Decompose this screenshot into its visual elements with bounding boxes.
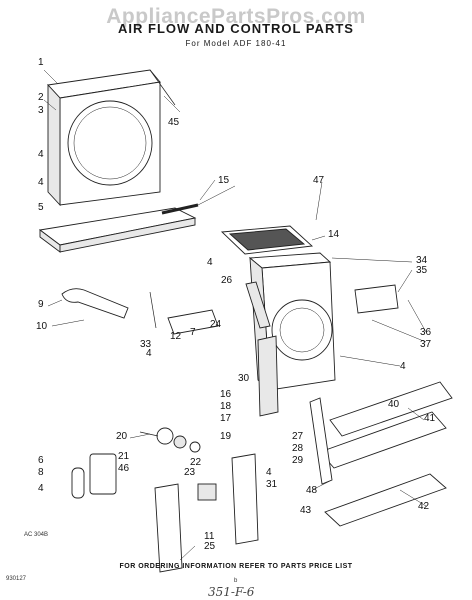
callout-41: 41 xyxy=(424,413,436,424)
callout-10: 10 xyxy=(36,321,48,332)
callout-19: 19 xyxy=(220,431,232,442)
callout-36: 36 xyxy=(420,327,432,338)
sheet-code: 930127 xyxy=(6,576,27,582)
diagram-title: AIR FLOW AND CONTROL PARTS xyxy=(118,21,354,36)
callout-28: 28 xyxy=(292,443,304,454)
callout-37: 37 xyxy=(420,339,432,350)
callout-8: 8 xyxy=(38,467,44,478)
knob-assembly-part xyxy=(139,427,201,453)
callout-29: 29 xyxy=(292,455,304,466)
page-marker: b xyxy=(234,578,238,584)
callout-4: 4 xyxy=(38,149,44,160)
callout-34: 34 xyxy=(416,255,428,266)
callout-31: 31 xyxy=(266,479,278,490)
callout-20: 20 xyxy=(116,431,128,442)
callout-3: 3 xyxy=(38,105,44,116)
callout-22: 22 xyxy=(190,457,202,468)
callout-12: 12 xyxy=(170,331,182,342)
handwritten-note: 351-F-6 xyxy=(208,585,255,599)
callout-40: 40 xyxy=(388,399,400,410)
side-panels-part xyxy=(309,381,453,527)
callout-4b: 4 xyxy=(38,177,44,188)
callout-4g: 4 xyxy=(266,467,272,478)
callout-14: 14 xyxy=(328,229,340,240)
front-frame-part xyxy=(47,69,176,207)
callout-2: 2 xyxy=(38,92,44,103)
callout-4f: 4 xyxy=(38,483,44,494)
callout-4c: 4 xyxy=(207,257,213,268)
damper-arm-part xyxy=(61,288,157,329)
leader-lines xyxy=(43,69,427,561)
callout-33: 33 xyxy=(140,339,152,350)
callout-17: 17 xyxy=(220,413,232,424)
callout-11: 11 xyxy=(204,531,215,542)
callout-5: 5 xyxy=(38,202,44,213)
watermark: AppliancePartsPros.com xyxy=(106,5,366,28)
callout-24: 24 xyxy=(210,319,222,330)
callout-42: 42 xyxy=(418,501,430,512)
callout-4e: 4 xyxy=(400,361,406,372)
callout-9: 9 xyxy=(38,299,44,310)
callout-35: 35 xyxy=(416,265,428,276)
center-housing-part xyxy=(248,252,336,417)
callout-27: 27 xyxy=(292,431,304,442)
callout-47: 47 xyxy=(313,175,325,186)
callout-6: 6 xyxy=(38,455,44,466)
callout-7: 7 xyxy=(190,327,196,338)
callout-18: 18 xyxy=(220,401,232,412)
callout-26: 26 xyxy=(221,275,233,286)
callout-25: 25 xyxy=(204,541,216,552)
drawing-code: AC 304B xyxy=(24,532,49,538)
callout-30: 30 xyxy=(238,373,250,384)
callout-45: 45 xyxy=(168,117,180,128)
base-pan-part xyxy=(38,207,197,253)
callout-21: 21 xyxy=(118,451,130,462)
callout-23: 23 xyxy=(184,467,196,478)
callout-16: 16 xyxy=(220,389,232,400)
ordering-footer: FOR ORDERING INFORMATION REFER TO PARTS … xyxy=(119,563,353,570)
callout-15: 15 xyxy=(218,175,230,186)
callout-46: 46 xyxy=(118,463,130,474)
callout-48: 48 xyxy=(306,485,318,496)
callout-43: 43 xyxy=(300,505,312,516)
filter-part xyxy=(220,225,326,255)
callout-4d: 4 xyxy=(146,348,152,359)
diagram-subtitle: For Model ADF 180-41 xyxy=(185,39,287,48)
callout-1: 1 xyxy=(38,57,44,68)
